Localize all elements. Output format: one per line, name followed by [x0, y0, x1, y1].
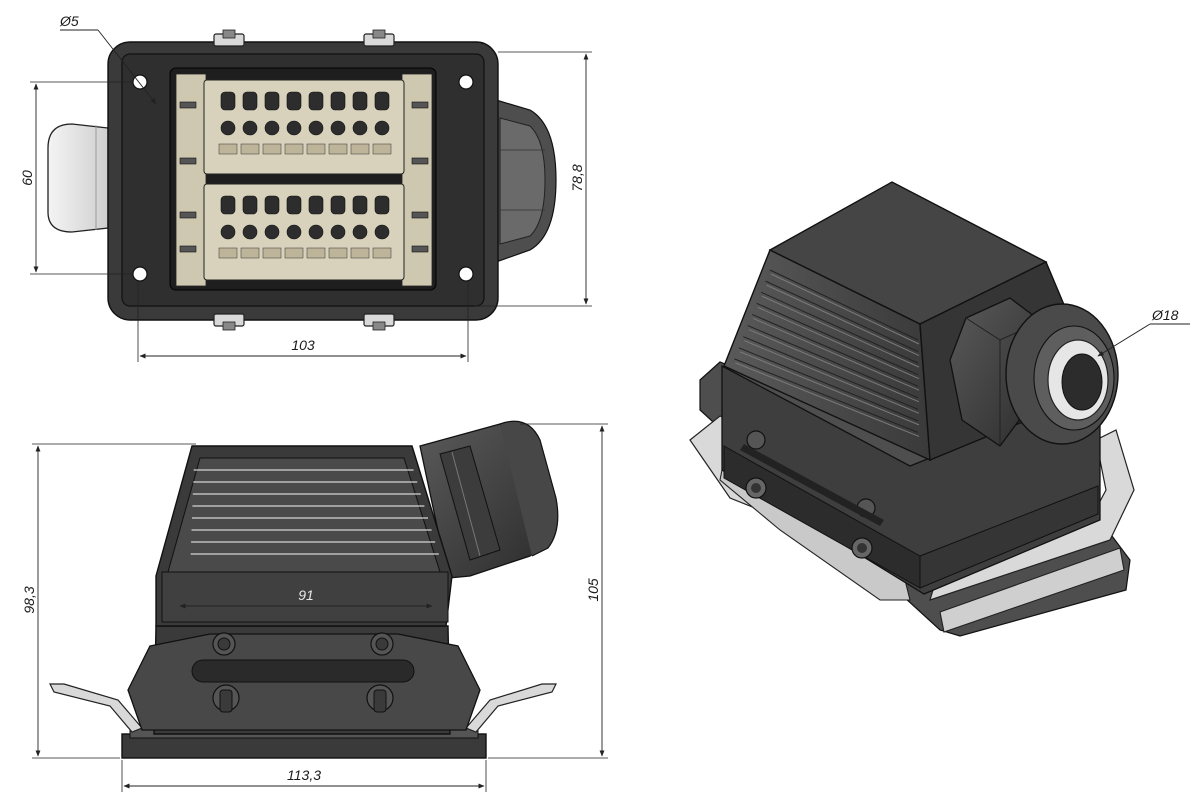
contact-pin: [286, 120, 302, 136]
top-left-gland: [47, 123, 109, 233]
mounting-holes: [132, 74, 474, 282]
dim-hole-diameter: Ø5: [59, 13, 157, 105]
dim-label-98-3: 98,3: [21, 586, 37, 613]
contact-pin: [220, 195, 236, 215]
dim-top-height: 78,8: [474, 51, 592, 307]
contact-pin: [286, 91, 302, 111]
contact-pin: [352, 195, 368, 215]
hood-rib: [760, 291, 919, 364]
contact-pin: [264, 91, 280, 111]
contact-pin: [242, 91, 258, 111]
dim-side-height-body: 98,3: [21, 443, 196, 759]
hood-rib: [734, 358, 919, 433]
top-view: 103 60 78,8 Ø5: [19, 13, 592, 362]
dim-label-d5: Ø5: [59, 13, 79, 29]
dim-side-inner: 91: [179, 587, 433, 609]
contact-pin: [220, 91, 236, 111]
contact-pin: [308, 224, 324, 240]
contact-pin: [330, 195, 346, 215]
side-pegs: [212, 632, 394, 713]
contact-pin: [374, 120, 390, 136]
hood-rib: [756, 302, 919, 376]
dim-label-103: 103: [291, 337, 315, 353]
contact-pin: [330, 91, 346, 111]
isometric-view: Ø18: [689, 181, 1190, 637]
hood-rib: [752, 313, 919, 387]
contact-pin: [286, 224, 302, 240]
contact-pin: [242, 195, 258, 215]
side-hood-ribs: [190, 469, 439, 555]
contact-pin: [308, 195, 324, 215]
dim-side-height-total: 105: [488, 423, 608, 759]
contact-pin: [308, 120, 324, 136]
contact-pin: [308, 91, 324, 111]
side-gland: [419, 420, 559, 579]
hood-rib: [765, 280, 919, 353]
dim-hole-spacing: 60: [19, 81, 132, 275]
upper-contact-insert: [203, 79, 405, 175]
dim-top-width: 103: [137, 282, 469, 362]
contact-pin: [264, 120, 280, 136]
contact-pin: [374, 224, 390, 240]
contact-pin: [352, 224, 368, 240]
top-screws: [213, 29, 395, 331]
hood-rib: [769, 269, 919, 341]
dim-side-base: 113,3: [121, 760, 487, 792]
hood-rib: [747, 325, 919, 399]
top-right-gland: [495, 99, 557, 263]
side-view: 91 113,3 98,3 105: [21, 420, 608, 792]
contact-pin: [220, 120, 236, 136]
side-levers: [49, 633, 557, 733]
hood-rib: [743, 336, 919, 410]
contact-pin: [352, 120, 368, 136]
contact-pin: [242, 224, 258, 240]
dim-label-78-8: 78,8: [569, 164, 585, 191]
dim-label-60: 60: [19, 170, 35, 186]
dim-label-d18: Ø18: [1151, 307, 1179, 323]
dim-label-91: 91: [298, 587, 314, 603]
contact-pin: [264, 224, 280, 240]
lower-contact-insert: [203, 183, 405, 281]
contact-pin: [286, 195, 302, 215]
contact-pin: [242, 120, 258, 136]
contact-pin: [264, 195, 280, 215]
contact-pin: [330, 120, 346, 136]
dim-label-113-3: 113,3: [287, 767, 321, 783]
dim-label-105: 105: [585, 578, 601, 602]
dim-gland-diameter: Ø18: [1097, 307, 1190, 357]
iso-gland-cap: [1005, 303, 1119, 445]
iso-hood-ribs: [734, 269, 920, 437]
hood-rib: [738, 347, 919, 422]
contact-pin: [374, 195, 390, 215]
contact-pin: [374, 91, 390, 111]
contact-pin: [352, 91, 368, 111]
contact-pin: [330, 224, 346, 240]
contact-pin: [220, 224, 236, 240]
